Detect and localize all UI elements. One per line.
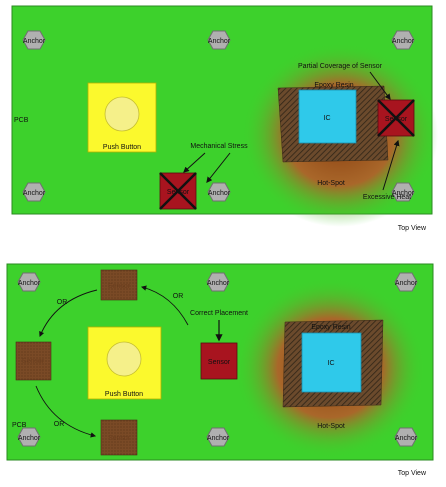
svg-text:Sensor: Sensor xyxy=(108,283,131,290)
ic-label-bottom: IC xyxy=(328,360,335,367)
anchor-bottom-tm: Anchor xyxy=(206,272,230,292)
anchor-hexagon-icon xyxy=(391,30,415,50)
hotspot-label-top: Hot-Spot xyxy=(317,180,345,187)
arrow-or-left xyxy=(39,289,98,337)
partial-coverage-label: Partial Coverage of Sensor xyxy=(298,63,383,70)
anchor-top-bl: Anchor xyxy=(22,182,46,202)
anchor-hexagon-icon xyxy=(22,182,46,202)
anchor-bottom-bm: Anchor xyxy=(206,427,230,447)
svg-text:Sensor: Sensor xyxy=(108,435,131,442)
anchor-hexagon-icon xyxy=(394,427,418,447)
pcb-label-bottom: PCB xyxy=(12,422,27,429)
sensor-label-correct: Sensor xyxy=(208,359,231,366)
cross-icon xyxy=(377,99,415,137)
or-label-top: OR xyxy=(173,293,184,300)
anchor-hexagon-icon xyxy=(17,272,41,292)
view-label-top: Top View xyxy=(398,225,427,232)
anchor-hexagon-icon xyxy=(394,272,418,292)
arrow-excessive-heat xyxy=(382,139,400,191)
sensor-alt-left: Sensor xyxy=(15,341,52,381)
svg-text:Anchor: Anchor xyxy=(207,280,230,287)
anchor-bottom-tr: Anchor xyxy=(394,272,418,292)
sensor-alt-top: Sensor xyxy=(100,269,138,301)
anchor-top-bm: Anchor xyxy=(207,182,231,202)
ic-label-top: IC xyxy=(324,115,331,122)
arrow-or-top xyxy=(140,285,189,326)
push-button-circle-top xyxy=(104,96,140,132)
sensor-correct xyxy=(200,342,238,380)
anchor-top-tl: Anchor xyxy=(22,30,46,50)
anchor-hexagon-icon xyxy=(17,427,41,447)
anchor-hexagon-icon xyxy=(206,272,230,292)
anchor-top-tm: Anchor xyxy=(207,30,231,50)
push-button-circle-bottom xyxy=(106,341,142,377)
ic-chip-bottom xyxy=(301,332,362,393)
mechanical-stress-label: Mechanical Stress xyxy=(190,143,248,150)
or-label-left: OR xyxy=(57,299,68,306)
anchor-bottom-tl: Anchor xyxy=(17,272,41,292)
svg-text:Anchor: Anchor xyxy=(23,38,46,45)
svg-text:Anchor: Anchor xyxy=(208,190,231,197)
sensor-alt-bottom: Sensor xyxy=(100,419,138,456)
top-diagram: IC Epoxy Resin Hot-Spot Anchor Anchor An… xyxy=(11,5,438,232)
arrow-or-bottom xyxy=(35,385,97,438)
bottom-diagram: IC Epoxy Resin Hot-Spot Anchor Anchor An… xyxy=(6,263,434,477)
anchor-bottom-br: Anchor xyxy=(394,427,418,447)
push-button-label-top: Push Button xyxy=(103,144,141,151)
excessive-heat-label: Excessive Heat xyxy=(363,194,411,201)
svg-text:Anchor: Anchor xyxy=(395,435,418,442)
anchor-hexagon-icon xyxy=(206,427,230,447)
svg-text:Sensor: Sensor xyxy=(22,358,45,365)
anchor-hexagon-icon xyxy=(207,182,231,202)
arrow-mechanical-stress-right xyxy=(206,152,231,183)
or-label-bottom: OR xyxy=(54,421,65,428)
arrow-mechanical-stress-left xyxy=(183,152,206,173)
pcb-label-top: PCB xyxy=(14,117,29,124)
svg-text:Anchor: Anchor xyxy=(392,38,415,45)
epoxy-label-top: Epoxy Resin xyxy=(314,82,353,89)
anchor-top-tr: Anchor xyxy=(391,30,415,50)
svg-text:Anchor: Anchor xyxy=(392,190,415,197)
svg-text:Anchor: Anchor xyxy=(23,190,46,197)
anchor-bottom-bl: Anchor xyxy=(17,427,41,447)
epoxy-label-bottom: Epoxy Resin xyxy=(311,324,350,331)
arrow-partial-coverage xyxy=(369,71,391,100)
hotspot-label-bottom: Hot-Spot xyxy=(317,423,345,430)
correct-placement-label: Correct Placement xyxy=(190,310,248,317)
view-label-bottom: Top View xyxy=(398,470,427,477)
anchor-top-br: Anchor xyxy=(391,182,415,202)
svg-text:Anchor: Anchor xyxy=(208,38,231,45)
anchor-hexagon-icon xyxy=(391,182,415,202)
cross-icon xyxy=(159,172,197,210)
ic-chip-top xyxy=(298,89,357,144)
svg-text:Anchor: Anchor xyxy=(395,280,418,287)
push-button-label-bottom: Push Button xyxy=(105,391,143,398)
svg-text:Anchor: Anchor xyxy=(18,280,41,287)
svg-text:Anchor: Anchor xyxy=(18,435,41,442)
anchor-hexagon-icon xyxy=(207,30,231,50)
svg-text:Anchor: Anchor xyxy=(207,435,230,442)
anchor-hexagon-icon xyxy=(22,30,46,50)
